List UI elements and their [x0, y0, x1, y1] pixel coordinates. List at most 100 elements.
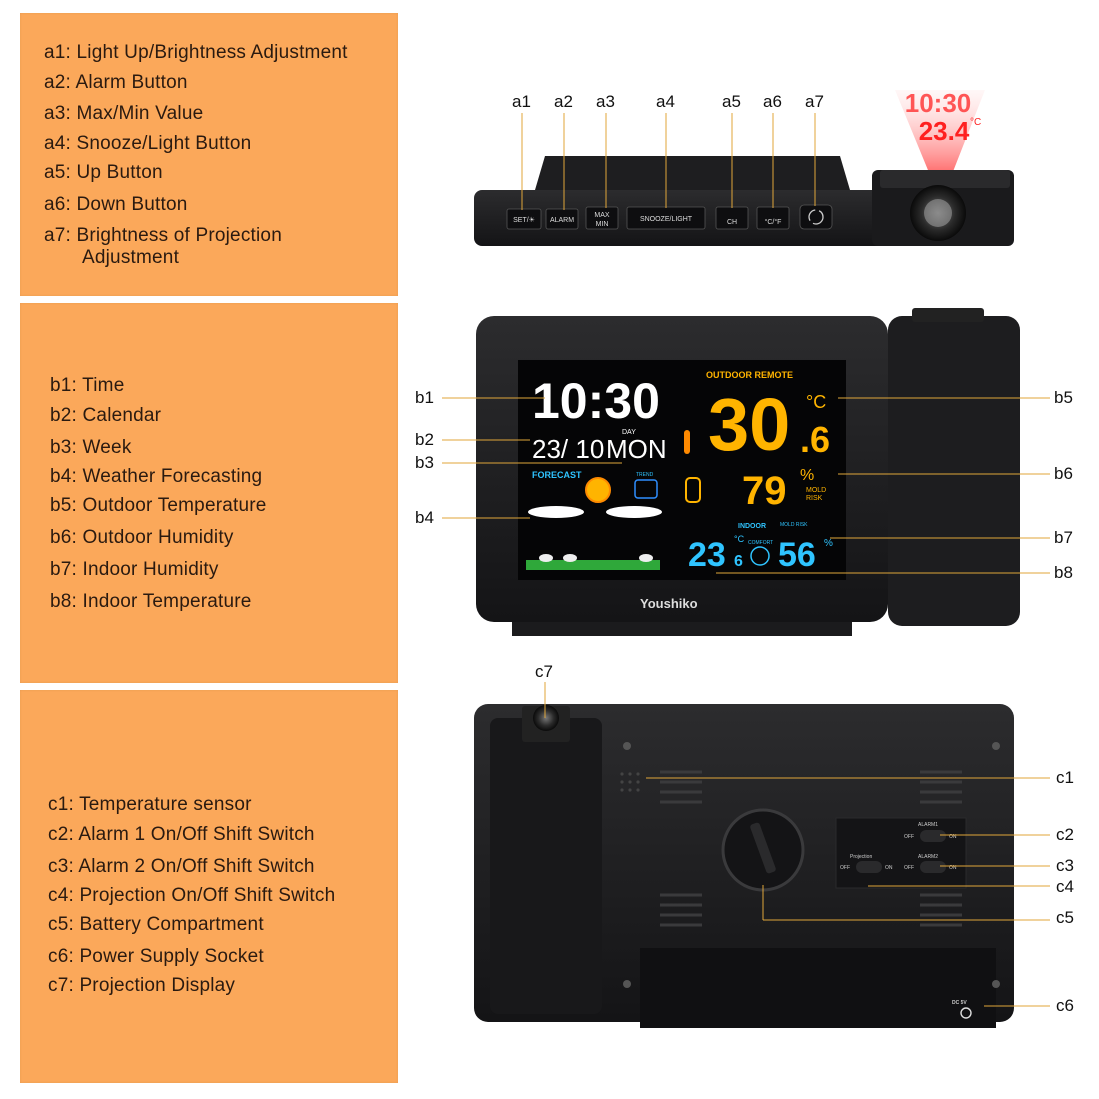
front-projector-cap	[912, 308, 984, 322]
up-button[interactable]	[715, 206, 749, 230]
outdoor-remote-label: OUTDOOR REMOTE	[706, 370, 793, 380]
front-stand	[512, 610, 852, 636]
top-ridge	[535, 156, 850, 190]
callout-a2: a2	[554, 92, 573, 111]
legend-c-item: c6: Power Supply Socket	[48, 946, 264, 967]
down-button[interactable]	[756, 206, 790, 230]
projection-temp: 23.4	[919, 116, 970, 146]
legend-panel-a: a1: Light Up/Brightness Adjustment a2: A…	[20, 13, 398, 296]
comfort-label: COMFORT	[748, 540, 773, 546]
alarm1-off: OFF	[904, 834, 914, 840]
trend-icon	[634, 479, 658, 499]
screen-time: 10:30	[532, 373, 660, 429]
legend-b-item: b4: Weather Forecasting	[50, 466, 263, 487]
projector-top	[880, 170, 1010, 188]
leader-lines-b	[442, 397, 1050, 574]
max-label: MAX	[594, 212, 610, 219]
set-button[interactable]	[506, 208, 542, 230]
outdoor-hum-unit: %	[800, 467, 814, 484]
front-body	[476, 316, 888, 622]
indoor-temp-unit: °C	[734, 534, 745, 544]
projector-housing	[872, 170, 1014, 246]
trend-label: TREND	[636, 472, 654, 478]
indoor-hum: 56	[778, 536, 816, 574]
projection-switch[interactable]	[856, 861, 882, 873]
thermometer-icon	[684, 430, 690, 454]
dc-label: DC 5V	[952, 1000, 967, 1006]
alarm1-switch[interactable]	[920, 830, 946, 842]
min-label: MIN	[596, 221, 609, 228]
maxmin-button[interactable]	[585, 206, 619, 230]
back-projector-top	[522, 706, 570, 742]
callout-c7: c7	[535, 662, 553, 681]
screen-date: 23/ 10	[532, 434, 604, 464]
battery-slot	[750, 822, 776, 874]
rotate-icon	[808, 209, 824, 225]
callout-c4: c4	[1056, 877, 1074, 896]
callout-b3: b3	[415, 453, 434, 472]
legend-a-item: a3: Max/Min Value	[44, 103, 204, 124]
sun-icon	[585, 477, 611, 503]
legend-panel-c: c1: Temperature sensor c2: Alarm 1 On/Of…	[20, 690, 398, 1083]
temperature-sensor-grille	[620, 772, 640, 792]
alarm2-label: ALARM2	[918, 854, 938, 860]
mold-label: MOLD	[806, 487, 826, 494]
outdoor-hum: 79	[742, 469, 787, 513]
legend-c-item: c3: Alarm 2 On/Off Shift Switch	[48, 856, 315, 877]
legend-panel-b: b1: Time b2: Calendar b3: Week b4: Weath…	[20, 303, 398, 683]
back-body	[474, 704, 1014, 1022]
sheep-icon	[563, 554, 577, 562]
legend-b-item: b6: Outdoor Humidity	[50, 527, 234, 548]
snooze-button-label: SNOOZE/LIGHT	[640, 216, 693, 223]
back-view: ALARM1 OFF ON ALARM2 OFF ON Projection O…	[474, 682, 1050, 1028]
screen-day-label: DAY	[622, 429, 636, 436]
forecast-label: FORECAST	[532, 470, 582, 480]
screw-icon	[992, 742, 1000, 750]
alarm2-switch[interactable]	[920, 861, 946, 873]
outdoor-temp: 30	[708, 383, 790, 466]
legend-b-item: b3: Week	[50, 437, 132, 458]
callout-b6: b6	[1054, 464, 1073, 483]
alarm1-label: ALARM1	[918, 822, 938, 828]
battery-compartment	[721, 808, 805, 892]
indoor-label: INDOOR	[738, 523, 766, 530]
legend-b-item: b1: Time	[50, 375, 125, 396]
screw-icon	[992, 980, 1000, 988]
sensor-icon	[685, 477, 701, 503]
outdoor-temp-dec: .6	[800, 419, 830, 460]
snooze-button[interactable]	[626, 206, 706, 230]
back-stand	[640, 948, 996, 1028]
callout-b5: b5	[1054, 388, 1073, 407]
legend-b-item: b5: Outdoor Temperature	[50, 495, 267, 516]
callout-c2: c2	[1056, 825, 1074, 844]
indoor-temp: 23	[688, 536, 726, 574]
alarm-button[interactable]	[545, 208, 579, 230]
brand-logo: Youshiko	[640, 596, 698, 611]
indoor-temp-dec: 6	[734, 553, 743, 570]
callout-a5: a5	[722, 92, 741, 111]
callout-c3: c3	[1056, 856, 1074, 875]
legend-a-item: Adjustment	[82, 247, 180, 268]
power-socket[interactable]	[960, 1007, 972, 1019]
screw-icon	[623, 980, 631, 988]
set-button-label: SET/☀	[513, 216, 535, 224]
legend-a-item: a4: Snooze/Light Button	[44, 133, 252, 154]
legend-a-item: a6: Down Button	[44, 194, 188, 215]
callout-b4: b4	[415, 508, 434, 527]
projection-time: 10:30	[905, 88, 972, 118]
top-body	[474, 190, 1014, 246]
sheep-icon	[639, 554, 653, 562]
screen-week: MON	[606, 434, 667, 464]
cloud-icon	[528, 506, 584, 518]
sheep-icon	[539, 554, 553, 562]
callout-a3: a3	[596, 92, 615, 111]
projection-brightness-button[interactable]	[799, 204, 833, 230]
projection-label: Projection	[850, 854, 872, 860]
indoor-mold-label: MOLD RISK	[780, 522, 808, 528]
legend-b-item: b7: Indoor Humidity	[50, 559, 219, 580]
outdoor-temp-unit: °C	[806, 392, 826, 412]
vents	[660, 770, 962, 927]
legend-a-item: a2: Alarm Button	[44, 72, 188, 93]
alarm2-off: OFF	[904, 865, 914, 871]
indoor-hum-unit: %	[824, 538, 833, 549]
